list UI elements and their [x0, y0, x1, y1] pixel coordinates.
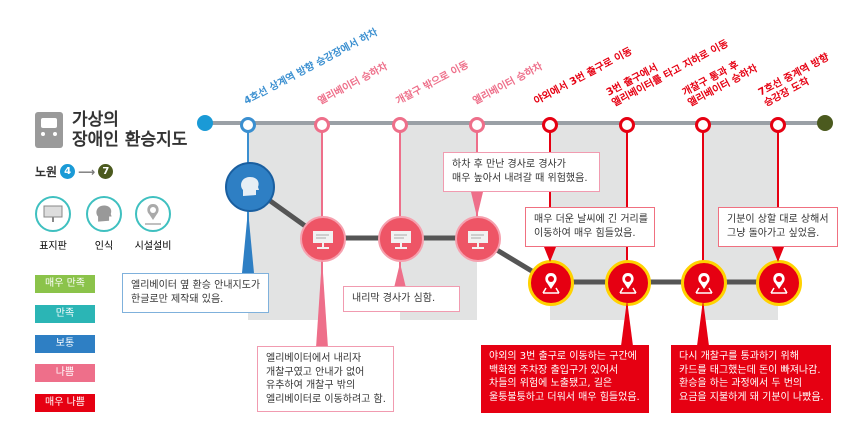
callout-pointer [621, 300, 633, 346]
location-pin-node[interactable] [528, 260, 574, 306]
legend-very-bad: 매우 나쁨 [35, 394, 95, 412]
callout-pointer [697, 300, 709, 346]
stop-marker[interactable] [619, 117, 635, 133]
stop-marker[interactable] [469, 117, 485, 133]
route-indicator: 노원 4 ⟶ 7 [35, 163, 114, 180]
stop-marker[interactable] [770, 117, 786, 133]
train-icon [35, 112, 63, 148]
stop-marker[interactable] [240, 117, 256, 133]
callout-pointer [772, 247, 784, 262]
stop-marker[interactable] [542, 117, 558, 133]
location-pin-icon [135, 196, 171, 232]
location-pin-node[interactable] [605, 260, 651, 306]
legend-satisfied: 만족 [35, 305, 95, 323]
stop-connector [702, 123, 704, 353]
location-pin-node[interactable] [756, 260, 802, 306]
callout-pointer [242, 210, 254, 273]
signboard-node[interactable] [300, 216, 346, 262]
stop-connector [777, 123, 779, 283]
legend-very-satisfied: 매우 만족 [35, 275, 95, 293]
line-4-badge: 4 [60, 164, 76, 179]
start-dot [197, 115, 213, 131]
signboard-icon [35, 196, 71, 232]
stop-marker[interactable] [695, 117, 711, 133]
note-box: 내리막 경사가 심함. [343, 286, 460, 312]
end-dot [817, 115, 833, 131]
stop-marker[interactable] [392, 117, 408, 133]
callout-pointer [471, 192, 483, 217]
callout-pointer [544, 247, 556, 262]
callout-pointer [316, 258, 328, 348]
signboard-node[interactable] [455, 216, 501, 262]
brain-head-icon[interactable] [225, 162, 275, 212]
stop-connector [549, 123, 551, 283]
brain-head-icon [86, 196, 122, 232]
category-label: 표지판 [39, 241, 67, 252]
stop-marker[interactable] [314, 117, 330, 133]
signboard-node[interactable] [378, 216, 424, 262]
route-label: 노원 [35, 165, 58, 179]
arrow-right-icon: ⟶ [78, 164, 96, 179]
line-7-badge: 7 [98, 164, 114, 179]
callout-pointer [394, 263, 406, 288]
legend-neutral: 보통 [35, 335, 95, 353]
stop-connector [399, 123, 401, 293]
category-label: 시설설비 [134, 241, 172, 252]
category-label: 인식 [94, 241, 114, 252]
legend-bad: 나쁨 [35, 364, 95, 382]
timeline-line [205, 121, 825, 125]
